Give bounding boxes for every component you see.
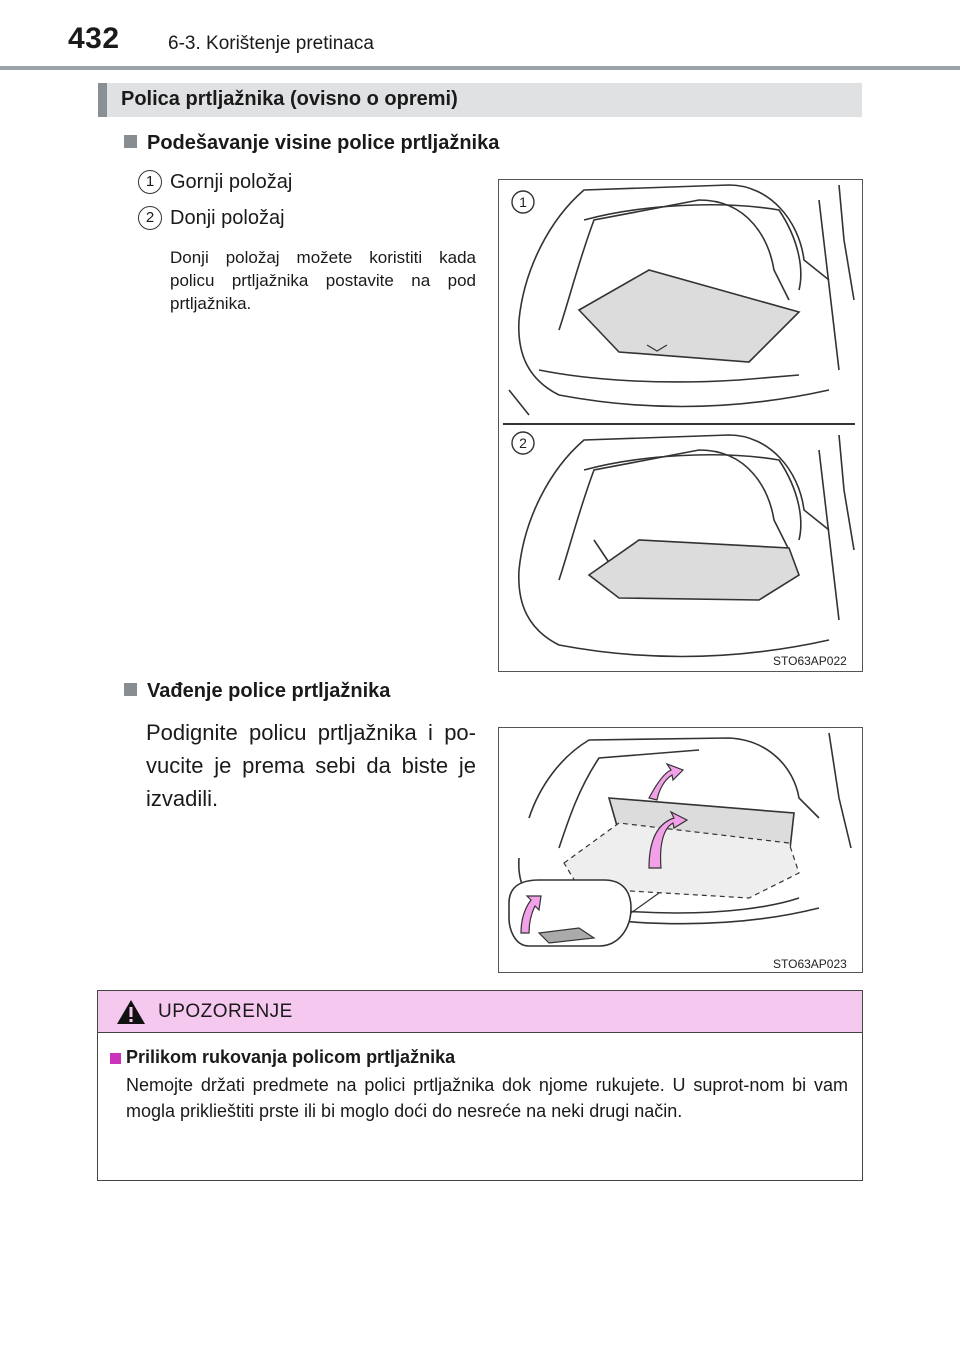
handle-detail-inset [508, 879, 660, 947]
list-item: 2 [138, 206, 162, 230]
svg-text:2: 2 [519, 435, 527, 451]
figure-code: STO63AP022 [773, 654, 847, 668]
number-circle-icon: 2 [138, 206, 162, 230]
trunk-shelf-removal-illustration: STO63AP023 [498, 727, 863, 973]
warning-subheading: Prilikom rukovanja policom prtljažnika [126, 1047, 456, 1067]
subsection-heading-text: Podešavanje visine police prtljažnika [147, 132, 500, 154]
section-breadcrumb: 6-3. Korištenje pretinaca [168, 33, 374, 54]
item-label-lower: Donji položaj [170, 207, 285, 229]
subsection-heading-remove: Vađenje police prtljažnika [124, 680, 390, 703]
callout-1-icon: 1 [511, 190, 535, 214]
square-bullet-icon [124, 683, 137, 696]
subsection-heading-text: Vađenje police prtljažnika [147, 680, 391, 702]
page-number: 432 [68, 22, 120, 55]
inset-arrow-icon [520, 895, 542, 934]
square-bullet-icon [110, 1053, 121, 1064]
note-text: Donji položaj možete koristiti kada poli… [170, 248, 476, 313]
warning-title: UPOZORENJE [158, 1001, 293, 1022]
callout-2-icon: 2 [511, 431, 535, 455]
section-title: Polica prtljažnika (ovisno o opremi) [121, 88, 458, 110]
lift-arrow-icon [648, 810, 689, 869]
warning-header: UPOZORENJE [98, 991, 862, 1033]
car-trunk-removal-illustration [508, 732, 852, 947]
list-item: 1 [138, 170, 162, 194]
item-label-upper: Gornji položaj [170, 171, 293, 193]
pull-arrow-icon [648, 762, 685, 801]
number-circle-icon: 1 [138, 170, 162, 194]
warning-box: UPOZORENJE Prilikom rukovanja policom pr… [97, 990, 863, 1181]
svg-text:1: 1 [519, 194, 527, 210]
warning-triangle-icon [117, 1000, 145, 1024]
removal-instructions: Podignite policu prtljažnika i po-vucite… [146, 720, 476, 811]
car-trunk-illustration: 1 2 [503, 184, 855, 658]
figure-code: STO63AP023 [773, 957, 847, 971]
warning-text: Nemojte držati predmete na polici prtlja… [126, 1075, 848, 1121]
header-divider [0, 66, 960, 70]
subsection-heading-adjust: Podešavanje visine police prtljažnika [124, 132, 499, 155]
section-title-bar: Polica prtljažnika (ovisno o opremi) [98, 83, 862, 117]
trunk-shelf-positions-illustration: 1 2 STO63AP022 [498, 179, 863, 672]
square-bullet-icon [124, 135, 137, 148]
